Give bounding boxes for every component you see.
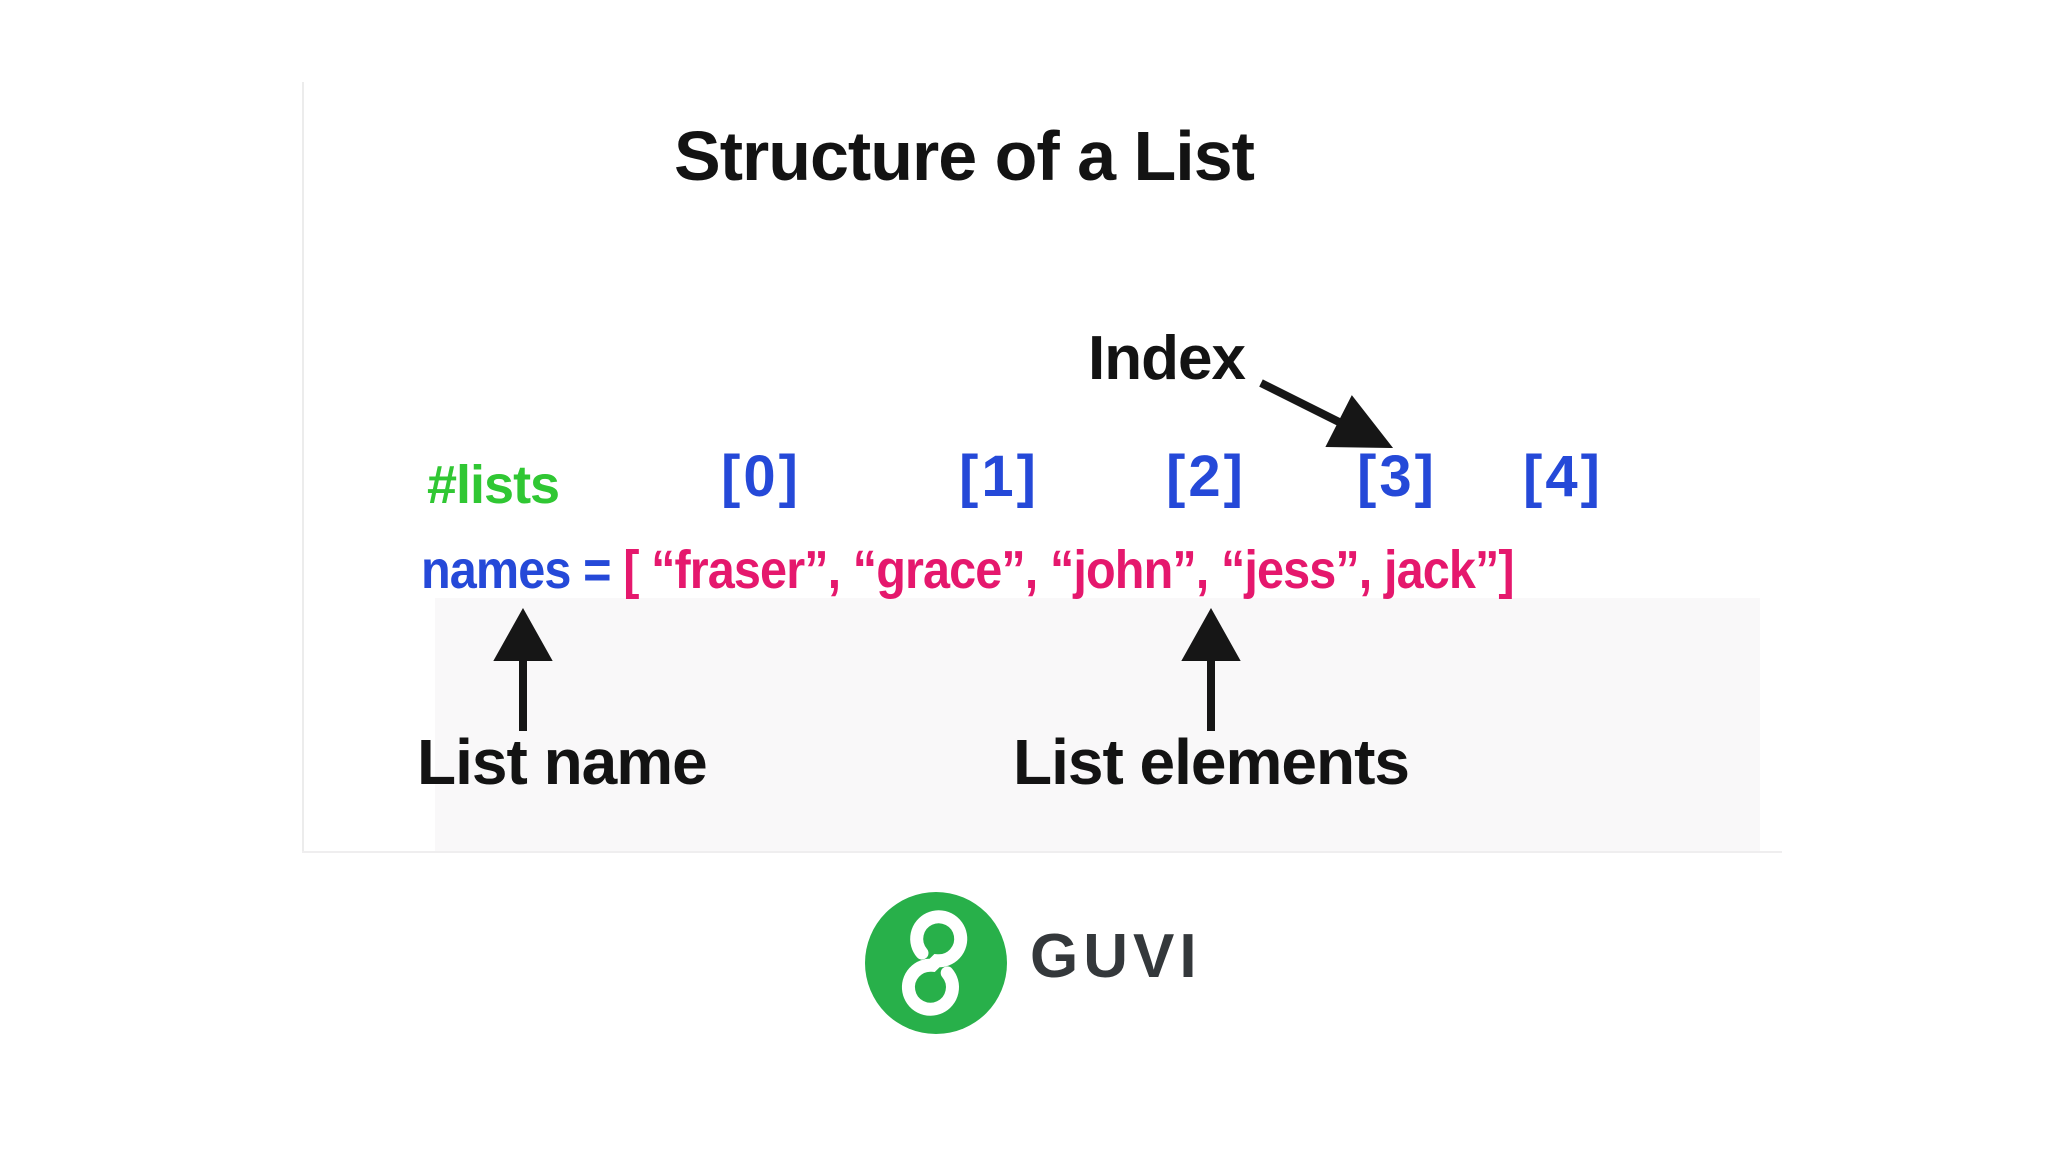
index-cell-1: [1] [959,444,1039,509]
list-name-annotation-label: List name [417,726,708,798]
page-title: Structure of a List [674,117,1255,195]
list-comment-text: #lists [427,455,560,515]
list-code-line: names = [ “fraser”, “grace”, “john”, “je… [421,540,1515,600]
slide-left-edge [302,82,304,852]
index-annotation-label: Index [1088,324,1246,393]
index-cell-2: [2] [1166,444,1246,509]
slide-faint-panel [435,598,1760,851]
guvi-logo-badge [865,892,1007,1034]
guvi-logo-text: GUVI [1030,922,1202,991]
index-cell-0: [0] [721,444,801,509]
index-cell-3: [3] [1357,444,1437,509]
index-arrow [1259,379,1394,449]
list-elements-annotation-label: List elements [1012,726,1410,798]
list-name-token: names [421,540,571,600]
list-value-token: [ “fraser”, “grace”, “john”, “jess”, jac… [623,540,1514,600]
spacer [611,540,624,600]
guvi-g-icon [901,910,968,1016]
spacer [570,540,583,600]
equals-token: = [583,540,611,600]
slide-bottom-edge [302,851,1782,853]
index-cell-4: [4] [1523,444,1603,509]
